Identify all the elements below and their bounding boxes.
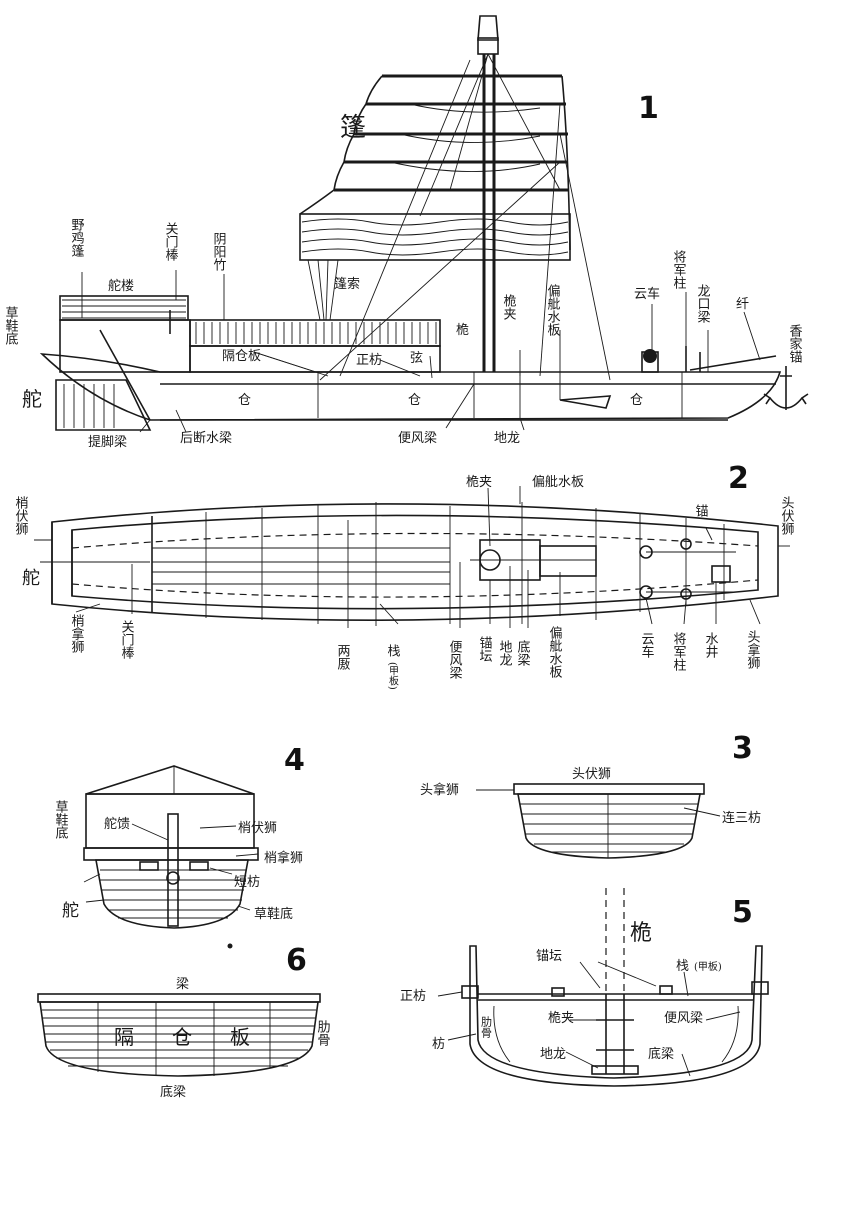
label-liang-yan: 两厫	[335, 644, 351, 670]
figure-1-leaders	[81, 270, 761, 433]
label-duo-4: 舵	[62, 901, 79, 921]
label-lan: 纤	[736, 297, 749, 312]
label-jiang-jun-zhu-plan: 将军柱	[671, 632, 687, 672]
label-peng: 篷	[340, 113, 366, 143]
label-wei-jia-plan: 桅夹	[466, 474, 492, 490]
batten-sail	[299, 53, 611, 381]
label-di-long: 地龙	[494, 431, 520, 446]
figure-4-number: 4	[284, 743, 305, 778]
label-long-kou-liang: 龙口梁	[695, 284, 711, 323]
label-hou-duan-shui-liang: 后断水梁	[180, 431, 232, 446]
label-zheng-fang: 正枋	[356, 352, 382, 368]
label-duo-plan: 舵	[22, 568, 40, 589]
label-zhan-note-5: (甲板)	[694, 960, 722, 973]
label-tou-na-shi-plan: 头拿狮	[745, 630, 761, 670]
figure-1-side-view: 1	[3, 15, 809, 450]
label-duo-lou: 舵楼	[108, 279, 134, 294]
label-ge-6: 隔	[114, 1025, 134, 1049]
label-duo-kui: 舵馈	[104, 817, 130, 832]
label-zheng-fang-5: 正枋	[400, 988, 426, 1004]
label-cao-xie-di-left: 草鞋底	[53, 800, 69, 840]
label-xiang-jia-mao: 香家锚	[787, 324, 803, 363]
figure-2-leaders	[34, 486, 790, 628]
figure-3-bow-section: 3 头伏狮 头拿狮 连三枋	[420, 731, 761, 859]
label-shao-fu-shi-4: 梢伏狮	[238, 821, 277, 836]
figure-1-number: 1	[638, 91, 659, 126]
label-fang-5: 枋	[432, 1036, 445, 1052]
label-xian: 弦	[410, 350, 423, 366]
figure-6-number: 6	[286, 943, 307, 978]
label-liang-6: 梁	[176, 977, 189, 992]
label-wei: 桅	[456, 322, 469, 338]
label-lei-gu-6: 肋骨	[315, 1020, 331, 1046]
label-di-liang-plan: 底梁	[515, 639, 531, 666]
label-ti-jiao-liang: 提脚梁	[88, 434, 127, 450]
label-shui-jing-plan: 水井	[703, 632, 719, 659]
label-tou-fu-shi-plan: 头伏狮	[779, 496, 795, 536]
label-mao-tan-5: 锚坛	[536, 949, 562, 964]
figure-2-plan-view: 2	[13, 461, 795, 690]
label-pian-shu-shui-ban: 偏舭水板	[545, 284, 561, 337]
label-tou-na-shi-3: 头拿狮	[420, 782, 459, 798]
hull-plan	[40, 502, 779, 626]
label-zhan-note-plan: (甲板)	[387, 662, 399, 690]
label-guan-men-bang: 关门棒	[163, 222, 179, 261]
label-mao-tan-plan: 锚坛	[477, 636, 493, 662]
label-bian-feng-liang: 便风梁	[398, 431, 437, 446]
label-wei-jia: 桅夹	[501, 293, 517, 320]
label-pian-shu-bottom: 偏舭水板	[547, 626, 563, 679]
label-yin-yang-zhu: 阴阳竹	[211, 232, 227, 272]
label-di-liang-5: 底梁	[648, 1046, 674, 1062]
label-zhan-plan: 栈	[385, 644, 401, 657]
label-duan-fang: 短枋	[234, 874, 260, 890]
label-lian-san-fang: 连三枋	[722, 810, 761, 826]
figure-3-number: 3	[732, 731, 753, 766]
label-cang-c: 仓	[630, 393, 643, 408]
label-cang-a: 仓	[238, 393, 251, 408]
figure-5-number: 5	[732, 895, 753, 930]
label-bian-feng-liang-5: 便风梁	[664, 1011, 703, 1026]
label-guan-men-bang-plan: 关门棒	[119, 620, 135, 659]
label-pian-shu-top: 偏舭水板	[532, 475, 584, 490]
label-shao-fu-shi: 梢伏狮	[13, 496, 29, 536]
figure-2-number: 2	[728, 461, 749, 496]
label-yun-che: 云车	[634, 286, 660, 302]
label-cang-b: 仓	[408, 393, 421, 408]
label-shao-na-shi: 梢拿狮	[69, 614, 85, 654]
label-yun-che-plan: 云车	[639, 632, 655, 658]
label-wei-jia-5: 桅夹	[548, 1010, 574, 1026]
label-zhan-5: 栈	[676, 959, 689, 974]
label-lei-gu-5: 肋骨	[480, 1015, 493, 1038]
label-di-long-plan: 地龙	[497, 640, 513, 667]
label-bian-feng-liang-plan: 便风梁	[447, 640, 463, 679]
label-cao-xie-di-right: 草鞋底	[254, 906, 293, 922]
label-jiang-jun-zhu: 将军柱	[671, 250, 687, 290]
label-shao-na-shi-4: 梢拿狮	[264, 850, 303, 866]
mast	[477, 15, 499, 372]
label-ban-6: 板	[230, 1025, 250, 1049]
hull-side	[39, 329, 809, 431]
label-ge-cang-ban: 隔仓板	[222, 349, 261, 364]
figure-5-mast-section: 5 桅 锚坛 栈 (甲板) 正枋 桅夹 便风梁 枋 肋骨 地龙	[400, 888, 769, 1087]
label-cao-xie-di: 草鞋底	[3, 306, 19, 346]
label-di-long-5: 地龙	[540, 1047, 566, 1062]
label-di-liang-6: 底梁	[160, 1084, 186, 1100]
label-mao-plan: 锚	[693, 504, 709, 517]
label-cang-6: 仓	[172, 1025, 192, 1049]
label-wei-5: 桅	[630, 921, 652, 946]
label-peng-suo: 篷索	[334, 277, 360, 292]
figure-6-bulkhead: 6 梁 隔 仓 板 肋骨 底梁	[37, 943, 331, 1100]
label-duo: 舵	[22, 387, 42, 411]
label-tou-fu-shi-3: 头伏狮	[572, 767, 611, 782]
figure-4-stern-section: 4 草鞋底 舵馈 梢伏狮 梢拿狮 短枋 舵 草鞋底	[53, 743, 305, 929]
label-ye-ji-peng: 野鸡篷	[69, 218, 85, 257]
